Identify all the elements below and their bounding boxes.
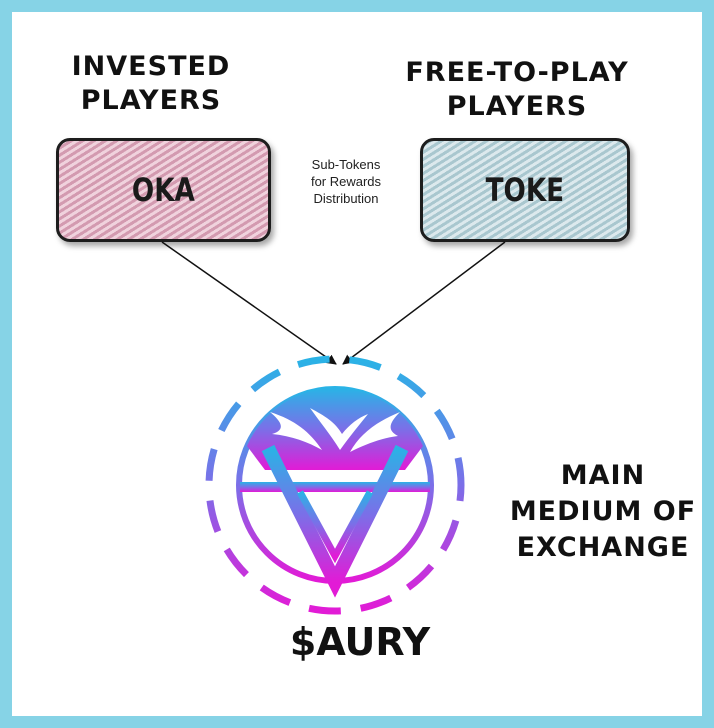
aury-swoosh-right <box>350 412 400 452</box>
toke-token-label: TOKE <box>485 171 565 209</box>
sub-tokens-note: Sub-Tokens for Rewards Distribution <box>276 156 416 207</box>
toke-to-aury-arrow <box>342 241 506 365</box>
aury-crossbar <box>240 482 430 492</box>
oka-token-label: OKA <box>132 171 195 209</box>
aury-v-outer <box>261 444 409 598</box>
free-to-play-players-heading: FREE-TO-PLAY PLAYERS <box>392 56 642 124</box>
aury-outer-dashed-ring <box>205 355 465 615</box>
invested-players-line-2: PLAYERS <box>80 85 222 116</box>
aury-v-inner <box>296 490 374 564</box>
sub-tokens-line-3: Distribution <box>313 191 379 206</box>
invested-players-heading: INVESTED PLAYERS <box>56 50 246 118</box>
sub-tokens-line-1: Sub-Tokens <box>311 157 381 172</box>
main-medium-line-1: MAIN <box>560 460 646 491</box>
free-to-play-line-2: PLAYERS <box>446 91 588 122</box>
aury-token-label: $AURY <box>289 620 431 664</box>
toke-token-box: TOKE <box>420 138 630 242</box>
oka-to-aury-arrow <box>161 241 337 365</box>
oka-token-box: OKA <box>56 138 271 242</box>
free-to-play-line-1: FREE-TO-PLAY <box>405 57 629 88</box>
main-medium-line-3: EXCHANGE <box>516 532 690 563</box>
aury-swoosh-left <box>270 412 322 450</box>
main-medium-heading: MAIN MEDIUM OF EXCHANGE <box>508 458 698 566</box>
invested-players-line-1: INVESTED <box>71 51 231 82</box>
sub-tokens-line-2: for Rewards <box>310 174 382 189</box>
main-medium-line-2: MEDIUM OF <box>509 496 697 527</box>
aury-logo-icon <box>205 355 465 615</box>
aury-swoosh-center <box>310 408 368 450</box>
